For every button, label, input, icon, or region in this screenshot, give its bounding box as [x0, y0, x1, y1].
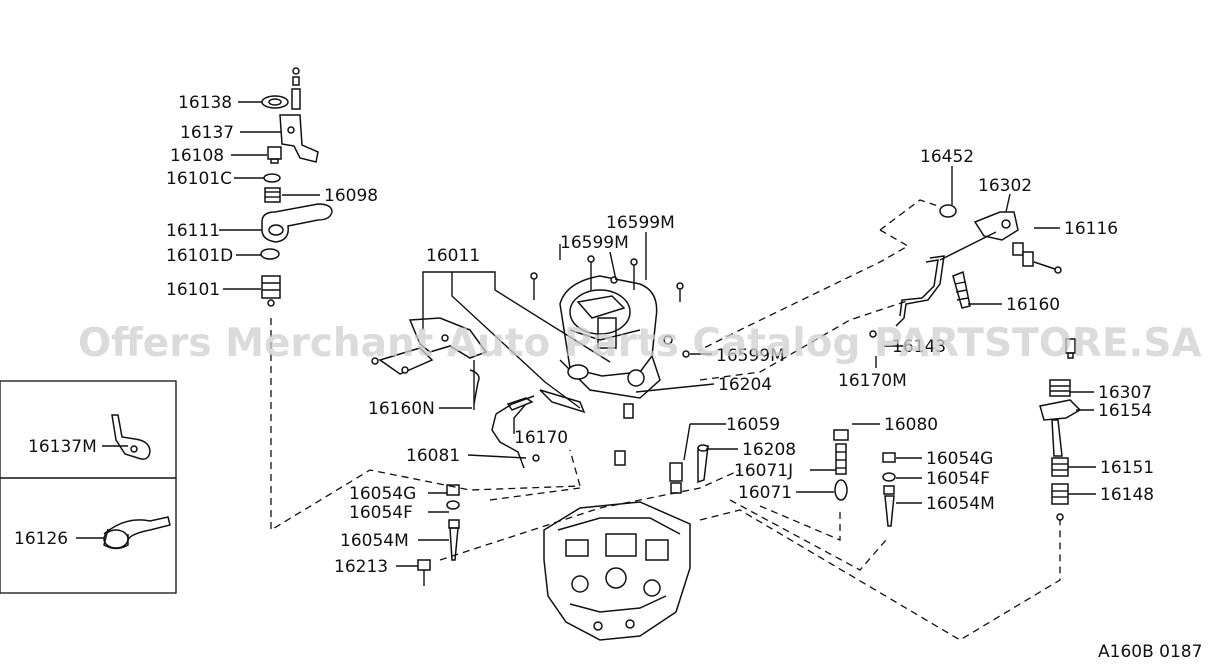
label-16011: 16011 — [426, 246, 480, 266]
label-16054G-right: 16054G — [926, 449, 993, 469]
drawing-code: A160B 0187 — [1098, 642, 1202, 662]
linkage-bracket — [371, 317, 540, 469]
watermark-text: Offers Merchant Auto Parts Catalog PARTS… — [78, 321, 1202, 366]
label-16138: 16138 — [178, 93, 232, 113]
label-16101: 16101 — [166, 280, 220, 300]
label-16160: 16160 — [1006, 295, 1060, 315]
label-16148: 16148 — [1100, 485, 1154, 505]
label-16059: 16059 — [726, 415, 780, 435]
label-16213: 16213 — [334, 557, 388, 577]
label-16302: 16302 — [978, 176, 1032, 196]
label-16170: 16170 — [514, 428, 568, 448]
inset-panel — [0, 380, 177, 594]
leader-lines — [76, 101, 1096, 567]
label-16108: 16108 — [170, 146, 224, 166]
label-16599M-right: 16599M — [716, 346, 785, 366]
label-16137: 16137 — [180, 123, 234, 143]
reference-lines — [270, 199, 1061, 641]
label-16452: 16452 — [920, 147, 974, 167]
label-16111: 16111 — [166, 221, 220, 241]
label-16101D: 16101D — [166, 246, 233, 266]
label-16137M: 16137M — [28, 437, 97, 457]
label-16599M-top: 16599M — [606, 213, 675, 233]
label-16071J: 16071J — [734, 461, 793, 481]
label-16143: 16143 — [892, 337, 946, 357]
label-16101C: 16101C — [166, 169, 232, 189]
label-16080: 16080 — [884, 415, 938, 435]
rocker-stack-left — [260, 67, 333, 307]
part-labels: 16138 16137 16108 16101C 16098 16111 161… — [14, 93, 1154, 577]
label-16208: 16208 — [742, 440, 796, 460]
valve-spring-right — [833, 429, 896, 527]
label-16054F-left: 16054F — [349, 503, 413, 523]
cylinder-head — [543, 444, 709, 641]
label-16160N: 16160N — [368, 399, 435, 419]
label-16071: 16071 — [738, 483, 792, 503]
label-16116: 16116 — [1064, 219, 1118, 239]
label-16054G-left: 16054G — [349, 484, 416, 504]
label-16054M-left: 16054M — [340, 531, 409, 551]
label-16081: 16081 — [406, 446, 460, 466]
label-16204: 16204 — [718, 375, 772, 395]
label-16307: 16307 — [1098, 383, 1152, 403]
label-16054F-right: 16054F — [926, 469, 990, 489]
label-16126: 16126 — [14, 529, 68, 549]
label-16098: 16098 — [324, 186, 378, 206]
valve-spring-left — [417, 484, 460, 586]
throttle-body — [530, 255, 690, 419]
lash-stack-right — [1039, 338, 1082, 521]
label-16154: 16154 — [1098, 401, 1152, 421]
label-16054M-right: 16054M — [926, 494, 995, 514]
rocker-assembly-right — [869, 204, 1062, 338]
label-16170M: 16170M — [838, 371, 907, 391]
label-16151: 16151 — [1100, 458, 1154, 478]
label-16599M-mid: 16599M — [560, 233, 629, 253]
